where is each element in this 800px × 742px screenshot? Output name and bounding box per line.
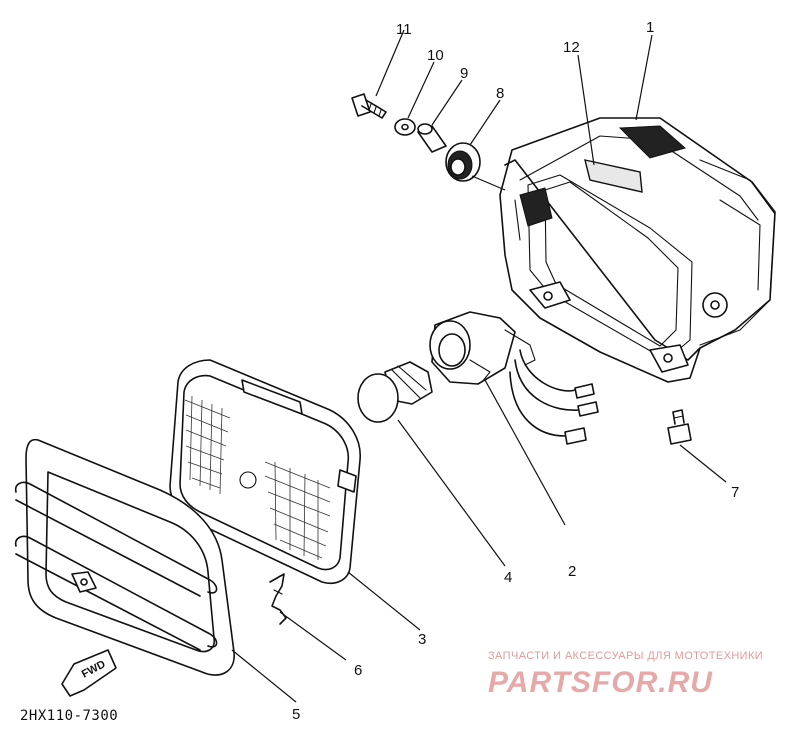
- diagram-code: 2HX110-7300: [20, 708, 118, 724]
- leader-lines: [231, 29, 727, 703]
- callout-3: 3: [418, 631, 426, 648]
- callout-11: 11: [396, 21, 412, 38]
- grommet-8-part: [445, 142, 481, 182]
- watermark-brand: PARTSFOR.RU: [488, 666, 713, 699]
- screw-7-part: [667, 409, 692, 445]
- bulb-4-part: [357, 361, 433, 423]
- callout-1: 1: [646, 19, 654, 36]
- callout-labels: 1 2 3 4 5 6 7 8 9 10 11 12: [292, 19, 739, 723]
- callout-10: 10: [427, 47, 444, 64]
- callout-2: 2: [568, 563, 576, 580]
- washer-10-part: [394, 118, 416, 136]
- fwd-arrow-tag: FWD: [61, 649, 117, 697]
- watermark: ЗАПЧАСТИ И АКСЕССУАРЫ ДЛЯ МОТОТЕХНИКИ PA…: [488, 650, 763, 699]
- callout-12: 12: [563, 39, 580, 56]
- socket-2-part: [429, 311, 599, 445]
- housing-part: [499, 117, 776, 383]
- guard-frame-5-part: [14, 438, 235, 676]
- callout-8: 8: [496, 85, 504, 102]
- callout-5: 5: [292, 706, 300, 723]
- callout-4: 4: [504, 569, 512, 586]
- watermark-tagline: ЗАПЧАСТИ И АКСЕССУАРЫ ДЛЯ МОТОТЕХНИКИ: [488, 650, 763, 662]
- callout-6: 6: [354, 662, 362, 679]
- bolt-11-part: [351, 93, 387, 119]
- collar-9-part: [417, 123, 447, 153]
- callout-7: 7: [731, 484, 739, 501]
- callout-9: 9: [460, 65, 468, 82]
- clip-6-part: [269, 573, 287, 625]
- lens-3-part: [169, 359, 361, 584]
